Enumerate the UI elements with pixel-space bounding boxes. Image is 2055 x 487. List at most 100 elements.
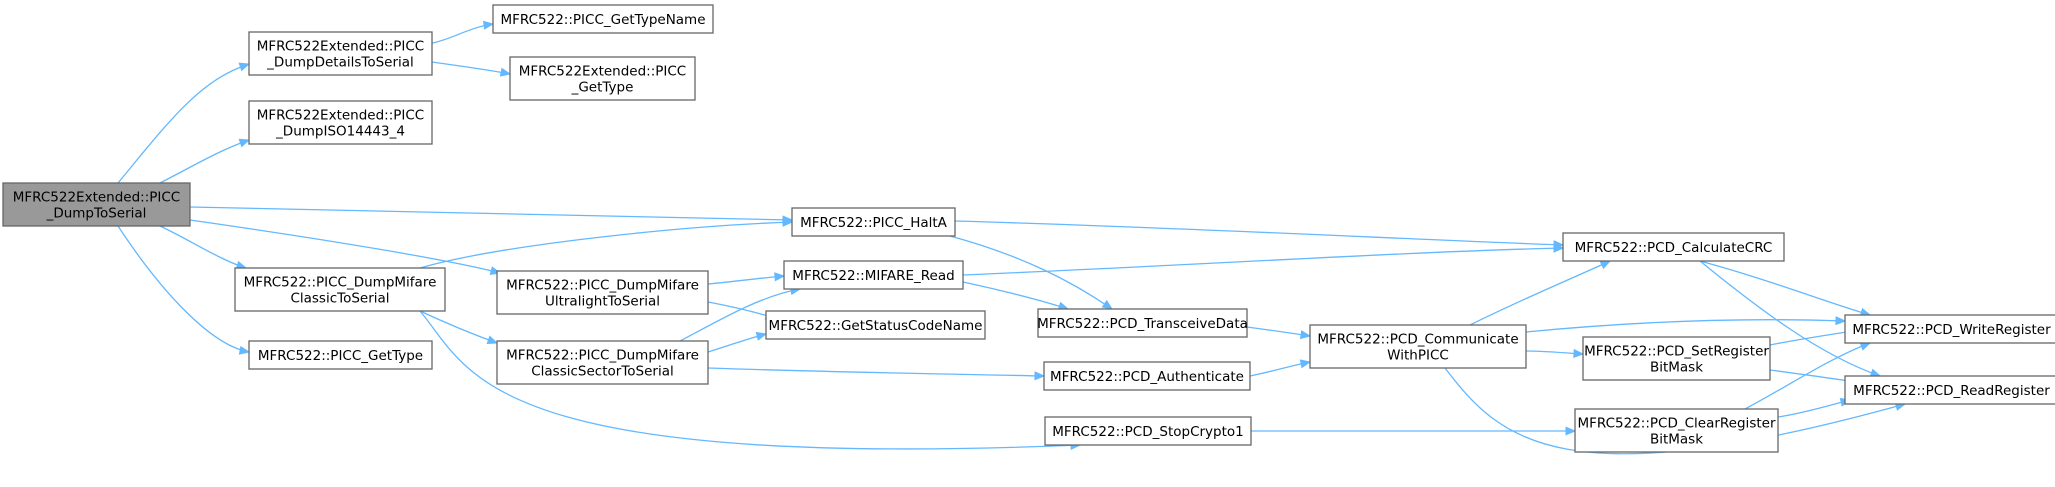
edge-arrowhead <box>499 67 512 77</box>
node-label: ClassicSectorToSerial <box>531 364 674 380</box>
node-label: ClassicToSerial <box>290 291 389 307</box>
node-dumpUltralight[interactable]: MFRC522::PICC_DumpMifareUltralightToSeri… <box>496 270 709 315</box>
node-box <box>496 270 709 315</box>
node-box <box>2 182 191 227</box>
edge-clearMask-to-readReg <box>1777 397 1852 418</box>
node-label: _GetType <box>571 80 634 96</box>
node-label: BitMask <box>1650 360 1703 376</box>
edge-root-to-dumpDetails <box>117 62 251 184</box>
edge-line <box>189 206 793 221</box>
edge-dumpUltralight-to-mifareRead <box>707 272 786 285</box>
edge-arrowhead <box>1573 348 1585 359</box>
edge-line <box>707 275 785 285</box>
edge-line <box>679 288 801 342</box>
edge-line <box>1469 260 1611 326</box>
node-box <box>248 340 433 370</box>
node-label: WithPICC <box>1387 348 1449 364</box>
edge-line <box>1699 260 1871 316</box>
edge-line <box>431 61 511 75</box>
edge-dumpSector-to-getStatusCodeName <box>707 331 768 353</box>
node-label: MFRC522::PICC_HaltA <box>800 215 948 231</box>
node-calcCrc[interactable]: MFRC522::PCD_CalculateCRC <box>1562 232 1785 262</box>
node-label: _DumpToSerial <box>46 206 147 222</box>
node-stopCrypto[interactable]: MFRC522::PCD_StopCrypto1 <box>1044 416 1252 446</box>
node-label: MFRC522::PCD_TransceiveData <box>1037 316 1248 332</box>
edge-arrowhead <box>238 345 251 355</box>
node-extGetType[interactable]: MFRC522Extended::PICC_GetType <box>509 56 696 101</box>
node-label: _DumpISO14443_4 <box>275 124 405 140</box>
edge-line <box>949 235 1113 310</box>
edge-line <box>1699 260 1881 377</box>
edge-arrowhead <box>774 272 786 282</box>
node-label: MFRC522::PICC_DumpMifare <box>244 275 437 291</box>
node-mifareRead[interactable]: MFRC522::MIFARE_Read <box>783 260 964 290</box>
node-box <box>791 207 956 237</box>
edge-root-to-dumpUltralight <box>189 219 502 276</box>
node-label: MFRC522::GetStatusCodeName <box>769 318 983 334</box>
node-label: MFRC522::PCD_ClearRegister <box>1577 416 1775 432</box>
nodes-layer: MFRC522Extended::PICC_DumpToSerialMFRC52… <box>2 4 2055 453</box>
node-box <box>783 260 964 290</box>
edge-haltA-to-transceive <box>949 235 1114 310</box>
edge-dumpDetails-to-extGetType <box>431 61 512 77</box>
edge-line <box>419 310 1081 450</box>
edge-root-to-dumpIso <box>159 138 251 184</box>
node-box <box>1844 375 2055 405</box>
edge-communicate-to-calcCrc <box>1469 260 1612 326</box>
edge-arrowhead <box>1034 371 1046 381</box>
node-getType[interactable]: MFRC522::PICC_GetType <box>248 340 433 370</box>
node-box <box>1043 361 1251 391</box>
edge-communicate-to-writeReg <box>1525 316 1847 333</box>
node-root[interactable]: MFRC522Extended::PICC_DumpToSerial <box>2 182 191 227</box>
edge-line <box>189 219 501 274</box>
edge-calcCrc-to-writeReg <box>1699 260 1872 317</box>
node-box <box>1574 408 1779 453</box>
node-writeReg[interactable]: MFRC522::PCD_WriteRegister <box>1844 314 2055 344</box>
edge-communicate-to-setMask <box>1525 348 1585 359</box>
edge-dumpMifareClassic-to-dumpSector <box>419 310 499 345</box>
node-getStatusCodeName[interactable]: MFRC522::GetStatusCodeName <box>765 310 986 340</box>
edge-mifareRead-to-transceive <box>962 281 1070 311</box>
node-readReg[interactable]: MFRC522::PCD_ReadRegister <box>1844 375 2055 405</box>
edge-line <box>1744 342 1871 410</box>
node-getTypeName[interactable]: MFRC522::PICC_GetTypeName <box>492 4 714 34</box>
edge-arrowhead <box>1599 260 1612 270</box>
node-label: BitMask <box>1650 432 1703 448</box>
node-dumpDetails[interactable]: MFRC522Extended::PICC_DumpDetailsToSeria… <box>248 31 433 76</box>
edge-transceive-to-communicate <box>1246 326 1312 340</box>
node-dumpSector[interactable]: MFRC522::PICC_DumpMifareClassicSectorToS… <box>496 340 709 385</box>
node-label: MFRC522::PCD_SetRegister <box>1584 344 1769 360</box>
node-label: MFRC522::PCD_CalculateCRC <box>1575 240 1773 256</box>
node-haltA[interactable]: MFRC522::PICC_HaltA <box>791 207 956 237</box>
edge-arrowhead <box>238 138 251 148</box>
node-box <box>765 310 986 340</box>
edge-arrowhead <box>1101 299 1114 310</box>
node-box <box>1562 232 1785 262</box>
edge-line <box>962 247 1564 276</box>
node-box <box>1582 336 1771 381</box>
edge-line <box>1769 369 1856 383</box>
node-dumpIso[interactable]: MFRC522Extended::PICC_DumpISO14443_4 <box>248 100 433 145</box>
node-authenticate[interactable]: MFRC522::PCD_Authenticate <box>1043 361 1251 391</box>
edge-arrowhead <box>486 335 499 345</box>
edges-layer <box>117 20 1907 455</box>
edge-line <box>1777 399 1851 418</box>
node-box <box>509 56 696 101</box>
edge-arrowhead <box>1565 426 1577 436</box>
edge-dumpMifareClassic-to-haltA <box>419 217 794 269</box>
node-label: MFRC522::PICC_DumpMifare <box>506 278 699 294</box>
edge-root-to-dumpMifareClassic <box>159 225 248 270</box>
node-box <box>248 100 433 145</box>
edge-arrowhead <box>482 20 495 30</box>
node-box <box>496 340 709 385</box>
node-transceive[interactable]: MFRC522::PCD_TransceiveData <box>1037 308 1248 338</box>
node-box <box>1309 324 1527 369</box>
edge-arrowhead <box>238 62 251 72</box>
node-box <box>492 4 714 34</box>
node-label: MFRC522::PCD_StopCrypto1 <box>1052 424 1244 440</box>
edge-arrowhead <box>1299 359 1312 369</box>
